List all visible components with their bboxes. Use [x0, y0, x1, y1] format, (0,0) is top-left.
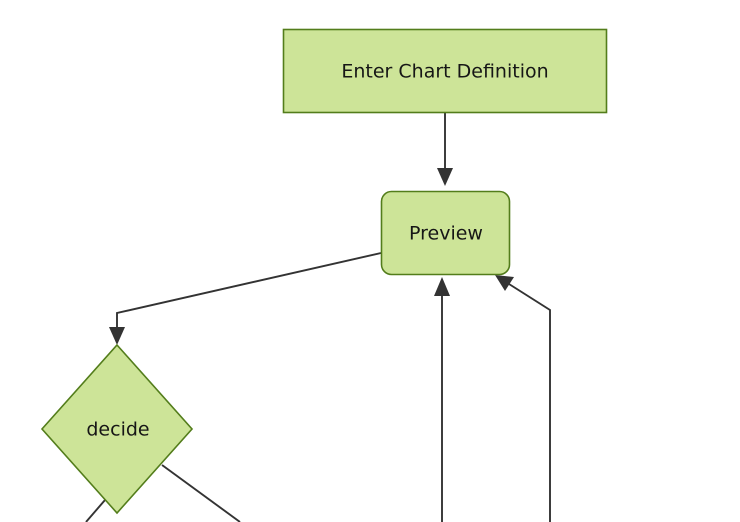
- node-enter-chart-definition-label: Enter Chart Definition: [341, 61, 548, 83]
- arrowhead-icon-bottom-right-to-preview: [495, 275, 514, 291]
- edge-bottom-right-to-preview[interactable]: [508, 283, 551, 522]
- node-decide-shape: [40, 343, 194, 515]
- node-enter-chart-definition[interactable]: Enter Chart Definition: [282, 28, 608, 114]
- node-preview-shape: [380, 190, 511, 276]
- arrowhead-icon-enter-to-preview: [437, 168, 453, 186]
- node-layer: Enter Chart Definition Preview decide: [40, 28, 608, 515]
- edge-decide-right-branch[interactable]: [161, 464, 241, 522]
- node-preview[interactable]: Preview: [380, 190, 511, 276]
- edge-decide-left-branch[interactable]: [85, 499, 106, 522]
- edge-layer: [85, 113, 551, 522]
- node-preview-label: Preview: [409, 223, 483, 245]
- edge-preview-to-decide[interactable]: [116, 252, 382, 331]
- node-decide[interactable]: decide: [40, 343, 194, 515]
- arrowhead-icon-bottom-center-to-preview: [434, 277, 450, 296]
- node-enter-chart-definition-shape: [282, 28, 608, 114]
- node-decide-label: decide: [86, 419, 149, 441]
- arrowhead-icon-preview-to-decide: [109, 327, 125, 345]
